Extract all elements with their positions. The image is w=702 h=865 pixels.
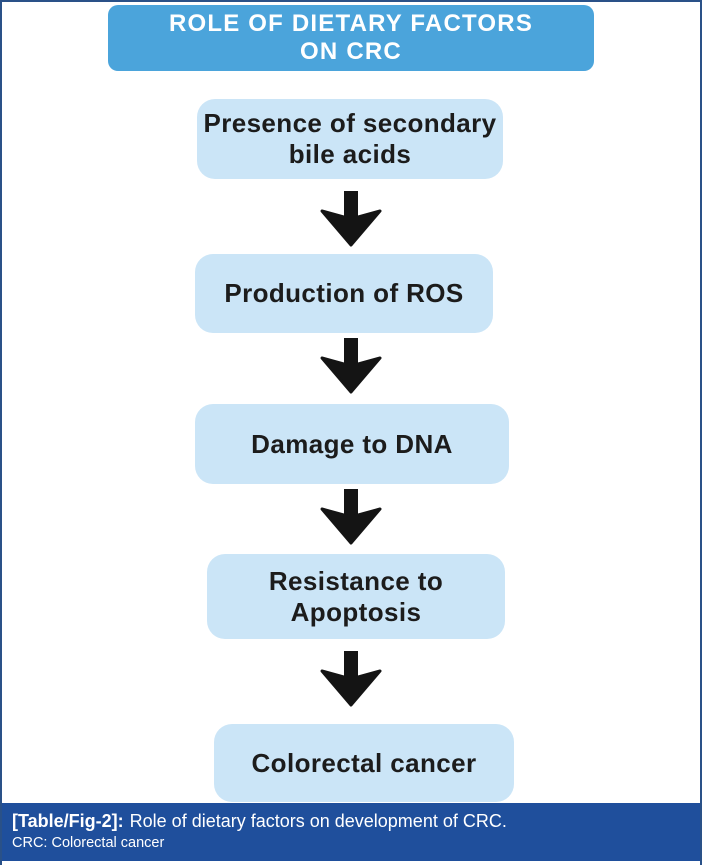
arrow-down-icon	[320, 489, 382, 545]
diagram-title: ROLE OF DIETARY FACTORS ON CRC	[108, 5, 594, 71]
figure-caption-bar: [Table/Fig-2]:Role of dietary factors on…	[2, 803, 700, 861]
flow-node-secondary-bile-acids: Presence of secondary bile acids	[197, 99, 503, 179]
arrow-down-icon	[320, 651, 382, 707]
figure-caption-label: [Table/Fig-2]:	[12, 811, 124, 831]
flow-node-resistance-to-apoptosis: Resistance to Apoptosis	[207, 554, 505, 639]
flow-node-damage-to-dna: Damage to DNA	[195, 404, 509, 484]
figure-caption-text: Role of dietary factors on development o…	[129, 811, 507, 831]
figure-caption-footnote: CRC: Colorectal cancer	[12, 835, 165, 852]
figure-caption: [Table/Fig-2]:Role of dietary factors on…	[12, 809, 690, 833]
flow-node-colorectal-cancer: Colorectal cancer	[214, 724, 514, 802]
arrow-down-icon	[320, 338, 382, 394]
flow-node-production-of-ros: Production of ROS	[195, 254, 493, 333]
arrow-down-icon	[320, 191, 382, 247]
